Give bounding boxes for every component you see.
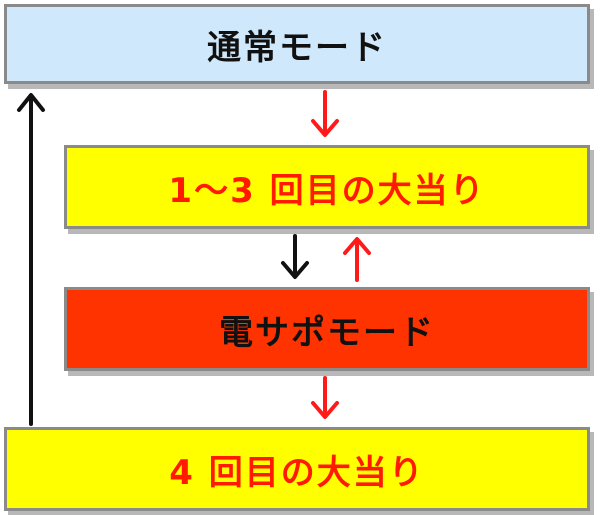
hit-4-label: 4 回目の大当り	[169, 452, 425, 493]
hit-1-3-box: 1～3 回目の大当り	[64, 145, 590, 229]
arrow-hit13-to-densapo	[281, 234, 309, 279]
arrow-densapo-to-hit13	[343, 237, 371, 282]
normal-mode-label: 通常モード	[207, 27, 387, 68]
arrow-normal-to-hit13	[311, 90, 339, 137]
hit-4-box: 4 回目の大当り	[4, 427, 590, 511]
densapo-mode-label: 電サポモード	[219, 312, 435, 353]
normal-mode-box: 通常モード	[4, 4, 590, 84]
arrow-densapo-to-hit4	[311, 376, 339, 419]
densapo-mode-box: 電サポモード	[64, 287, 590, 371]
arrow-hit4-to-normal	[17, 93, 45, 426]
hit-1-3-label: 1～3 回目の大当り	[168, 170, 486, 211]
